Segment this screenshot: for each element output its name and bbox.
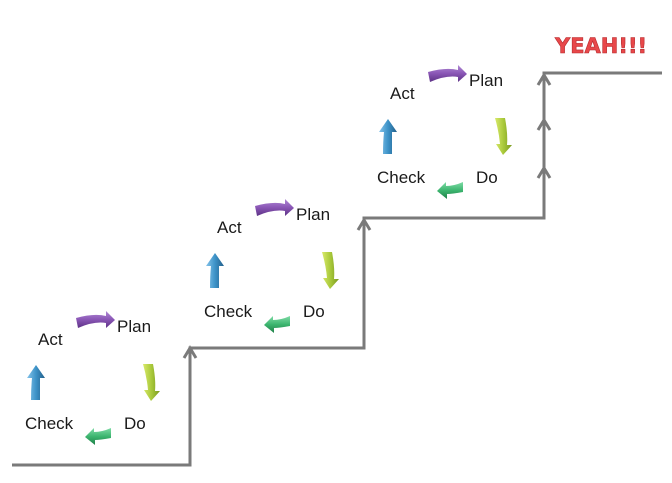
label-do: Do — [476, 168, 498, 187]
plan-to-do-arrow — [495, 118, 512, 155]
title-yeah: YEAH!!! — [554, 34, 647, 58]
staircase — [12, 71, 662, 467]
plan-to-do-arrow — [322, 252, 339, 289]
label-do: Do — [124, 414, 146, 433]
riser-arrowhead — [536, 72, 552, 86]
label-plan: Plan — [117, 317, 151, 336]
check-to-act-arrow — [206, 253, 224, 288]
label-check: Check — [377, 168, 426, 187]
pdca-cycle-step-1: Act Plan Do Check — [25, 311, 160, 445]
act-to-plan-arrow — [428, 65, 467, 82]
label-check: Check — [204, 302, 253, 321]
plan-to-do-arrow — [143, 364, 160, 401]
label-act: Act — [38, 330, 63, 349]
riser-arrowhead — [356, 217, 372, 231]
riser-arrowhead — [536, 165, 552, 179]
check-to-act-arrow — [379, 119, 397, 154]
act-to-plan-arrow — [255, 199, 294, 216]
riser-arrowhead — [536, 117, 552, 131]
do-to-check-arrow — [437, 182, 463, 199]
staircase-path — [12, 71, 662, 467]
label-plan: Plan — [296, 205, 330, 224]
label-act: Act — [390, 84, 415, 103]
label-do: Do — [303, 302, 325, 321]
pdca-cycle-step-3: Act Plan Do Check — [377, 65, 512, 199]
do-to-check-arrow — [85, 428, 111, 445]
label-check: Check — [25, 414, 74, 433]
label-act: Act — [217, 218, 242, 237]
do-to-check-arrow — [264, 316, 290, 333]
label-plan: Plan — [469, 71, 503, 90]
act-to-plan-arrow — [76, 311, 115, 328]
riser-arrowhead — [182, 345, 198, 359]
pdca-cycle-step-2: Act Plan Do Check — [204, 199, 339, 333]
check-to-act-arrow — [27, 365, 45, 400]
